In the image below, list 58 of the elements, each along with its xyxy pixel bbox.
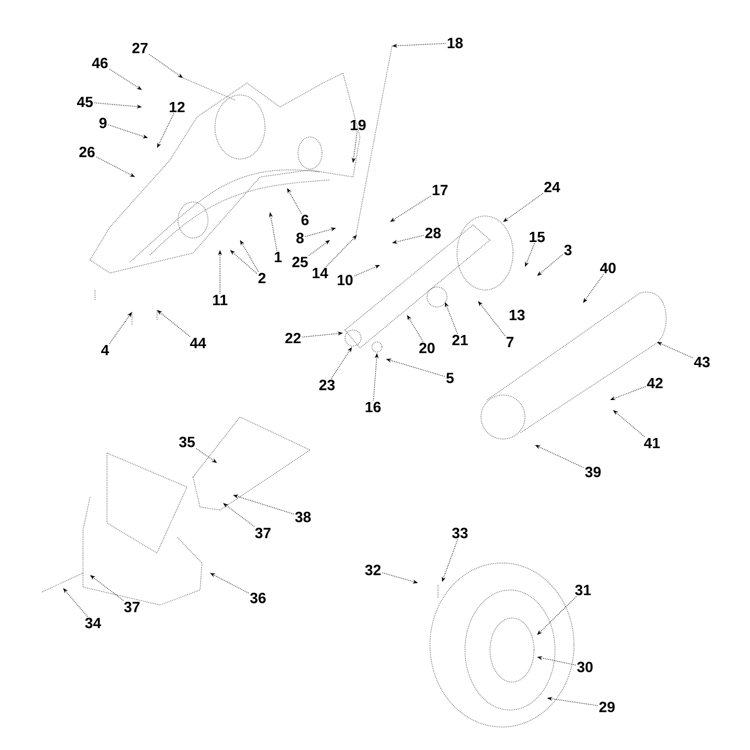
callout-number: 11: [213, 294, 228, 306]
callout-number: 29: [599, 702, 615, 712]
callout-number: 9: [99, 118, 107, 128]
callout-number: 45: [77, 96, 93, 108]
callout-number: 7: [506, 336, 514, 348]
leader-line: [537, 254, 563, 276]
callout-number: 38: [295, 512, 311, 522]
leader-line: [326, 235, 357, 268]
callout-number: 40: [600, 262, 616, 274]
callout-number: 8: [296, 232, 304, 244]
callout-number: 25: [292, 256, 308, 268]
callout-number: 5: [446, 372, 454, 384]
callout-number: 43: [694, 356, 710, 368]
callout-number: 10: [338, 274, 353, 286]
callout-number: 23: [319, 380, 335, 390]
callout-number: 3: [564, 244, 572, 256]
callout-number: 24: [544, 182, 560, 192]
callout-number: 37: [124, 602, 140, 612]
callout-number: 18: [448, 38, 463, 48]
callout-number: 16: [366, 402, 381, 412]
callout-number: 14: [312, 268, 328, 278]
callout-number: 41: [644, 438, 660, 448]
callout-number: 21: [452, 334, 468, 346]
callout-number: 12: [170, 102, 185, 112]
callout-number: 1: [274, 252, 282, 262]
callout-number: 4: [101, 344, 110, 356]
callout-number: 32: [365, 564, 381, 576]
leader-line: [230, 250, 257, 274]
leader-line: [583, 274, 604, 303]
callout-number: 37: [255, 528, 271, 538]
callout-number: 30: [577, 662, 593, 672]
callout-number: 46: [92, 58, 108, 68]
leader-line: [90, 575, 124, 601]
callout-number: 19: [350, 120, 366, 130]
callout-number: 26: [79, 146, 95, 158]
callout-number: 27: [132, 42, 148, 54]
callout-number: 36: [250, 592, 266, 604]
callout-number: 17: [432, 184, 448, 196]
callout-number: 35: [179, 436, 195, 448]
callout-number: 13: [510, 310, 525, 320]
callout-number: 20: [419, 342, 435, 354]
callout-number: 15: [530, 232, 545, 242]
leader-line: [223, 503, 255, 527]
callout-number: 39: [585, 466, 601, 478]
callout-number: 42: [647, 378, 663, 388]
callout-number: 33: [452, 528, 468, 538]
callout-number: 6: [301, 214, 309, 226]
callout-number: 34: [85, 618, 102, 628]
callout-number: 31: [575, 584, 591, 596]
leader-line: [63, 588, 88, 617]
callout-number: 2: [258, 272, 266, 284]
callout-number: 28: [425, 228, 441, 238]
leader-line: [157, 310, 190, 338]
leader-line: [478, 301, 506, 336]
callout-number: 44: [190, 338, 206, 348]
leader-line: [308, 240, 330, 256]
leader-line: [613, 410, 645, 438]
callout-number: 22: [285, 332, 301, 344]
